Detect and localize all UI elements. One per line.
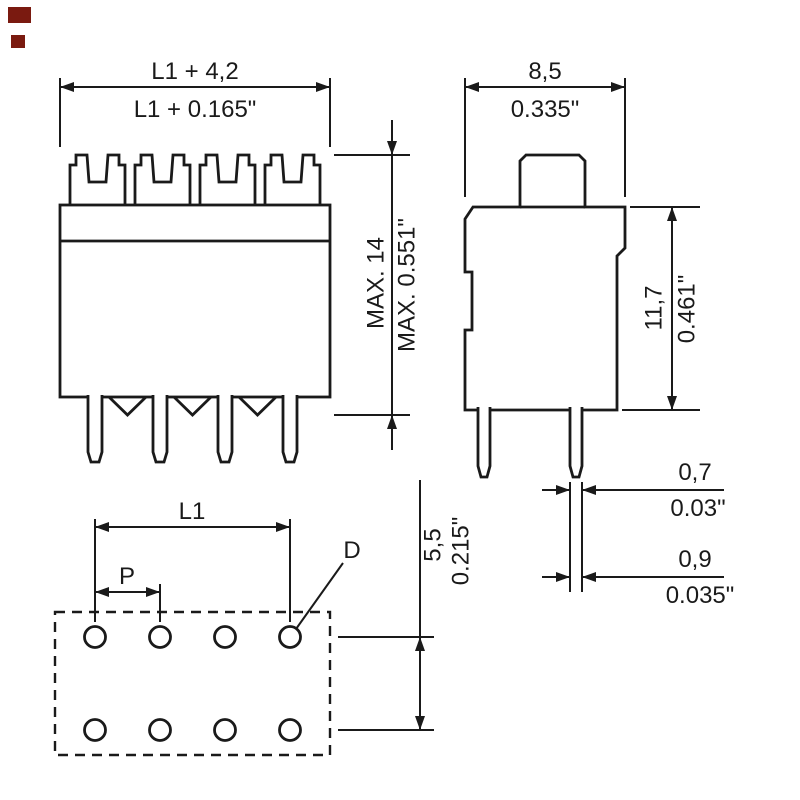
pin: [568, 407, 584, 479]
artifact-marks: [8, 7, 31, 48]
side-height-dimension: 11,7 0.461": [622, 206, 701, 411]
hole: [83, 625, 107, 649]
clamp-tooth: [133, 153, 192, 205]
clamp-tooth: [263, 153, 322, 205]
pin-width-dimension: 0,9 0.035": [542, 546, 734, 609]
hole: [148, 625, 172, 649]
dimension-label-inch: 0.335": [511, 96, 580, 123]
pin: [151, 395, 169, 464]
hole: [213, 718, 237, 742]
front-body: [58, 203, 332, 399]
pin: [86, 395, 104, 464]
hole: [278, 625, 302, 649]
hole: [83, 718, 107, 742]
row-spacing-dimension: 5,5 0.215": [338, 480, 475, 731]
side-depth-dimension: 8,5 0.335": [464, 58, 626, 197]
hole: [278, 718, 302, 742]
hole: [148, 718, 172, 742]
dimension-label-inch: L1 + 0.165": [134, 96, 257, 123]
dimension-label-inch: 0.035": [666, 582, 735, 609]
dimension-label-mm: L1 + 4,2: [151, 58, 238, 85]
clamp-tooth: [198, 153, 257, 205]
dimension-label-mm: MAX. 14: [363, 237, 390, 329]
pin: [216, 395, 234, 464]
solder-spacer-tooth: [238, 395, 277, 417]
dimension-label-inch: 0.215": [448, 517, 475, 586]
dimension-label-mm: 8,5: [528, 58, 561, 85]
dimension-label-mm: 11,7: [641, 286, 668, 331]
dimension-label: P: [119, 563, 135, 590]
footprint-pitch-dimension: P: [95, 563, 161, 622]
clamp-tooth: [68, 153, 127, 205]
hole: [213, 625, 237, 649]
footprint-span-dimension: L1: [94, 498, 291, 622]
artifact-mark-1: [8, 7, 31, 23]
dimension-label-inch: 0.461": [674, 275, 701, 344]
solder-spacer-tooth: [173, 395, 212, 417]
pin: [281, 395, 299, 464]
side-view: [463, 153, 627, 479]
footprint-outline: [53, 610, 332, 757]
hole-diameter-callout: D: [295, 537, 361, 630]
pin: [476, 407, 492, 479]
dimension-label-mm: 5,5: [420, 528, 447, 561]
leader-line: [295, 562, 344, 630]
front-width-dimension: L1 + 4,2 L1 + 0.165": [59, 58, 331, 147]
dimension-label-mm: 0,9: [678, 546, 711, 573]
pin-thickness-dimension: 0,7 0.03": [542, 459, 726, 592]
artifact-mark-2: [11, 35, 25, 48]
footprint-view: [53, 610, 332, 757]
side-body: [463, 153, 627, 412]
dimension-label-mm: 0,7: [678, 459, 711, 486]
dimension-label-inch: 0.03": [670, 495, 725, 522]
dimension-label: D: [343, 537, 360, 564]
front-height-dimension: MAX. 14 MAX. 0.551": [334, 120, 421, 450]
front-view: [58, 153, 332, 464]
dimension-label: L1: [179, 498, 206, 525]
dimension-label-inch: MAX. 0.551": [394, 218, 421, 352]
solder-spacer-tooth: [108, 395, 147, 417]
